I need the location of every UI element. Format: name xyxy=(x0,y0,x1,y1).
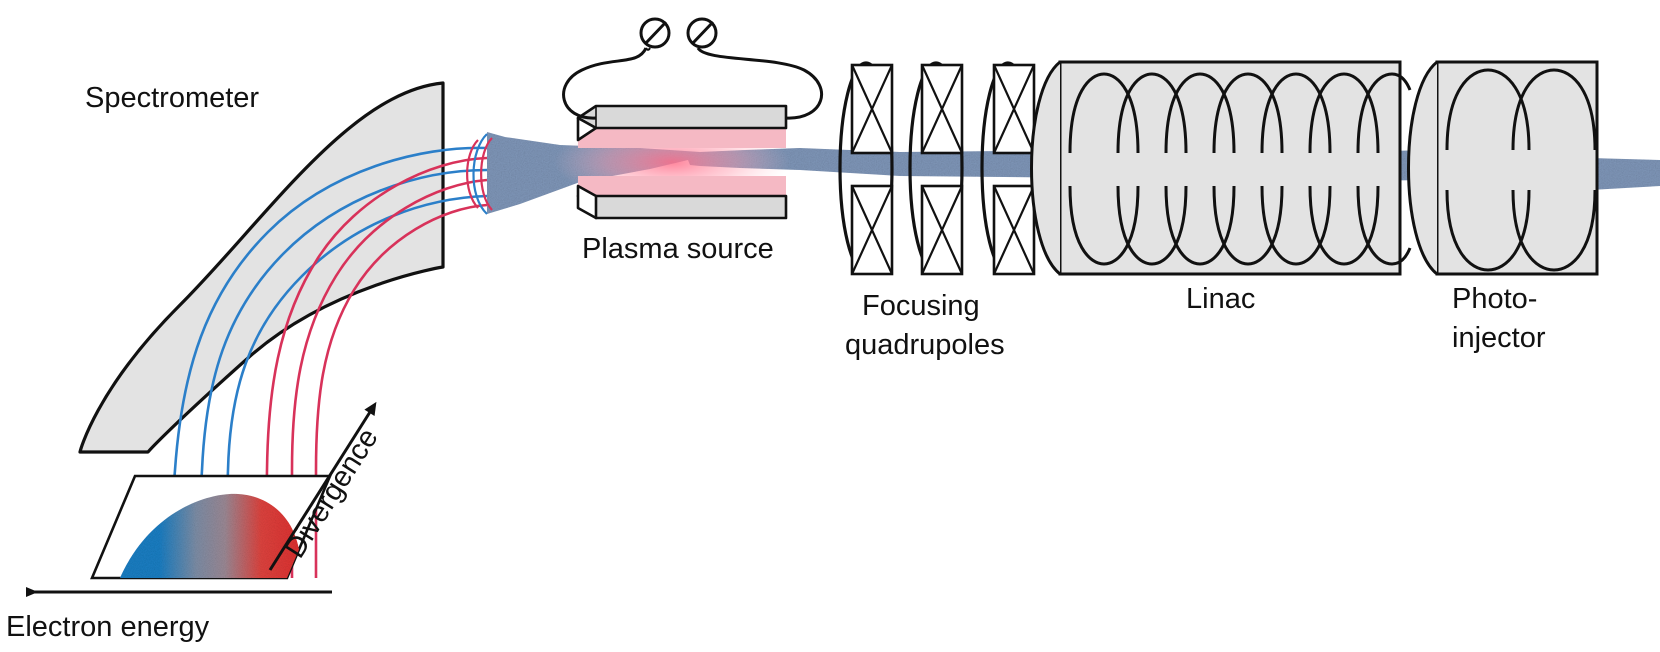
quadrupole-2 xyxy=(908,61,964,276)
linac-cells-lower xyxy=(1068,185,1412,266)
plasma-source xyxy=(554,17,823,220)
electrode-terminal-icon-2 xyxy=(686,17,718,49)
quadrupole-1 xyxy=(838,61,894,276)
label-plasma-source: Plasma source xyxy=(582,233,774,265)
label-photoinjector-line2: injector xyxy=(1452,322,1546,354)
linac-cells-upper xyxy=(1068,72,1412,154)
entrance-lens-curves xyxy=(466,133,493,215)
focusing-quadrupoles xyxy=(838,61,1036,276)
spectrometer-magnet xyxy=(78,81,445,454)
photoinjector-cells-upper xyxy=(1445,68,1597,151)
photoinjector-cells-lower xyxy=(1445,189,1597,272)
electrode-terminal-icon-1 xyxy=(639,17,671,49)
label-axis-electron-energy: Electron energy xyxy=(6,611,210,643)
label-linac: Linac xyxy=(1186,283,1255,315)
photo-injector xyxy=(1407,60,1599,276)
label-focusing-line2: quadrupoles xyxy=(845,329,1005,361)
quadrupole-3 xyxy=(980,61,1036,276)
label-spectrometer: Spectrometer xyxy=(85,82,259,114)
label-focusing-line1: Focusing xyxy=(862,290,980,322)
axis-divergence xyxy=(268,401,377,571)
linac xyxy=(1030,60,1412,276)
label-photoinjector-line1: Photo- xyxy=(1452,283,1537,315)
